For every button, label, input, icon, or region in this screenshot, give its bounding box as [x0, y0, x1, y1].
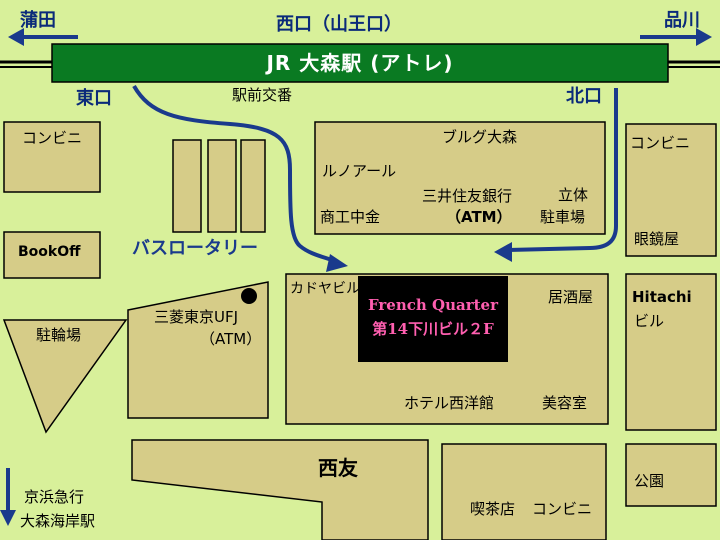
koban-label: 駅前交番 — [232, 86, 293, 104]
optician-label: 眼鏡屋 — [634, 230, 680, 248]
route-north-exit — [507, 88, 618, 252]
beauty-salon-label: 美容室 — [542, 394, 588, 412]
parking-label-1: 立体 — [558, 186, 589, 204]
mufg-marker — [241, 288, 257, 304]
route-east-exit — [132, 84, 338, 264]
bookoff-label: BookOff — [18, 244, 81, 260]
arrow-to-keikyu — [0, 468, 16, 526]
french-quarter-box: French Quarter 第14下川ビル２F — [358, 276, 508, 362]
kamata-label: 蒲田 — [20, 10, 56, 31]
keikyu-label: 京浜急行 — [24, 488, 85, 506]
block-convenience-left — [3, 121, 101, 193]
seiyu-label: 西友 — [318, 456, 358, 480]
mufg-atm-label: （ATM） — [200, 330, 262, 348]
block-cafe — [441, 443, 607, 540]
station-name: JR 大森駅 (アトレ) — [266, 51, 454, 75]
bus-stop-2 — [207, 139, 237, 233]
arrow-to-kamata — [8, 28, 78, 46]
bicycle-parking-label: 駐輪場 — [36, 326, 82, 344]
bus-rotary-label: バスロータリー — [132, 238, 258, 259]
north-exit-label: 北口 — [566, 86, 602, 107]
bourg-label: ブルグ大森 — [442, 128, 518, 146]
mitsui-label: 三井住友銀行 — [422, 187, 513, 205]
block-convenience-right — [625, 123, 717, 257]
bus-stop-3 — [240, 139, 266, 233]
convenience-right-label: コンビニ — [630, 134, 691, 152]
keikyu-station-label: 大森海岸駅 — [20, 512, 96, 530]
hitachi-label: Hitachi — [632, 288, 692, 306]
convenience-left-label: コンビニ — [22, 129, 83, 147]
hotel-label: ホテル西洋館 — [404, 394, 495, 412]
convenience-bottom-label: コンビニ — [532, 500, 593, 518]
izakaya-label: 居酒屋 — [548, 288, 594, 306]
block-park — [625, 443, 717, 507]
french-quarter-name: French Quarter — [368, 296, 498, 314]
mitsui-atm-label: （ATM） — [446, 208, 512, 226]
renoir-label: ルノアール — [322, 162, 397, 180]
block-bicycle-parking — [2, 319, 128, 434]
shinagawa-label: 品川 — [664, 10, 700, 31]
french-quarter-address: 第14下川ビル２F — [372, 320, 494, 338]
mufg-label: 三菱東京UFJ — [154, 308, 239, 326]
block-seiyu — [131, 439, 429, 540]
station-bar — [51, 43, 669, 83]
park-label: 公園 — [634, 472, 665, 490]
block-mufg — [127, 281, 269, 419]
parking-label-2: 駐車場 — [540, 208, 586, 226]
block-bookoff — [3, 231, 101, 279]
west-exit-label: 西口（山王口） — [276, 14, 402, 35]
hitachi-bldg-label: ビル — [634, 312, 665, 330]
arrow-to-shinagawa — [640, 28, 712, 46]
block-bourg — [314, 121, 606, 235]
east-exit-label: 東口 — [76, 88, 112, 109]
bus-stop-1 — [172, 139, 202, 233]
block-hitachi — [625, 273, 717, 431]
cafe-label: 喫茶店 — [470, 500, 516, 518]
route-north-arrowhead — [494, 242, 512, 262]
route-east-arrowhead — [326, 254, 348, 272]
kadoya-label: カドヤビル — [290, 281, 360, 297]
shoko-chukin-label: 商工中金 — [320, 208, 381, 226]
